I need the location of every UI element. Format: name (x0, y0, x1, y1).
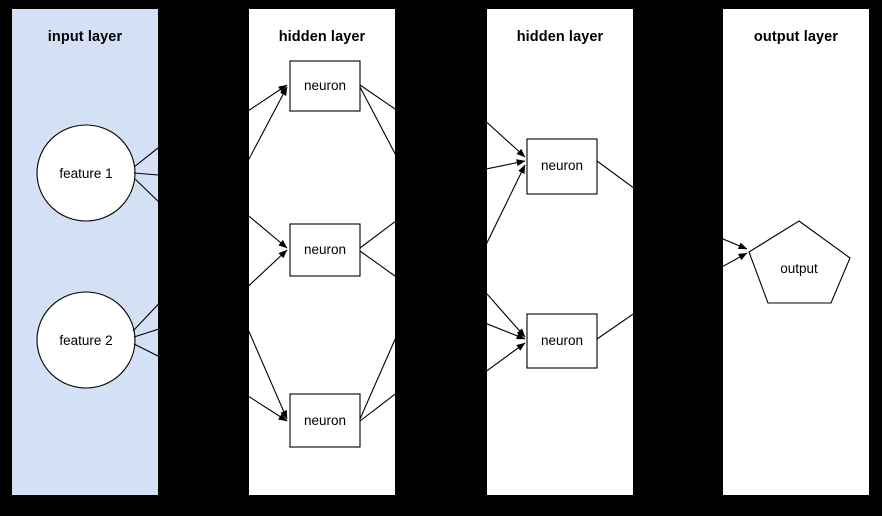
node-hidden1-neuron-3[interactable] (289, 393, 361, 448)
node-output[interactable] (748, 220, 851, 304)
connections-from-hidden2-neuron-2 (596, 313, 633, 340)
connections-into-hidden1-neuron-3 (249, 330, 288, 422)
connections-from-hidden1-neuron-1 (359, 84, 395, 155)
connections-into-output-node (723, 238, 748, 267)
connections-from-hidden2-neuron-1 (596, 160, 633, 189)
connections-into-hidden1-neuron-2 (249, 215, 288, 287)
node-feature-2[interactable] (36, 291, 136, 389)
connections-into-hidden2-neuron-1 (487, 121, 526, 244)
layer-title-hidden-2: hidden layer (516, 29, 604, 45)
layer-panel-output: output layer output (723, 9, 869, 495)
connections-from-feature-2 (132, 303, 158, 357)
layer-panel-hidden-1: hidden layer neuron neuron neuron (249, 9, 395, 495)
node-hidden1-neuron-2[interactable] (289, 223, 361, 277)
node-hidden2-neuron-2[interactable] (526, 313, 598, 369)
node-hidden1-neuron-1[interactable] (289, 60, 361, 112)
connections-from-feature-1 (133, 147, 158, 202)
connections-into-hidden2-neuron-2 (487, 293, 526, 372)
connections-from-hidden1-neuron-3 (359, 338, 395, 422)
node-feature-1[interactable] (36, 124, 136, 222)
layer-title-hidden-1: hidden layer (278, 29, 366, 45)
layer-title-input: input layer (47, 29, 123, 45)
layer-title-output: output layer (753, 29, 839, 45)
layer-panel-input: input layer feature 1 feature 2 (12, 9, 158, 495)
node-hidden2-neuron-1[interactable] (526, 138, 598, 195)
connections-into-hidden1-neuron-1 (249, 84, 288, 161)
layer-panel-hidden-2: hidden layer neuron neuron (487, 9, 633, 495)
connections-from-hidden1-neuron-2 (359, 220, 395, 277)
